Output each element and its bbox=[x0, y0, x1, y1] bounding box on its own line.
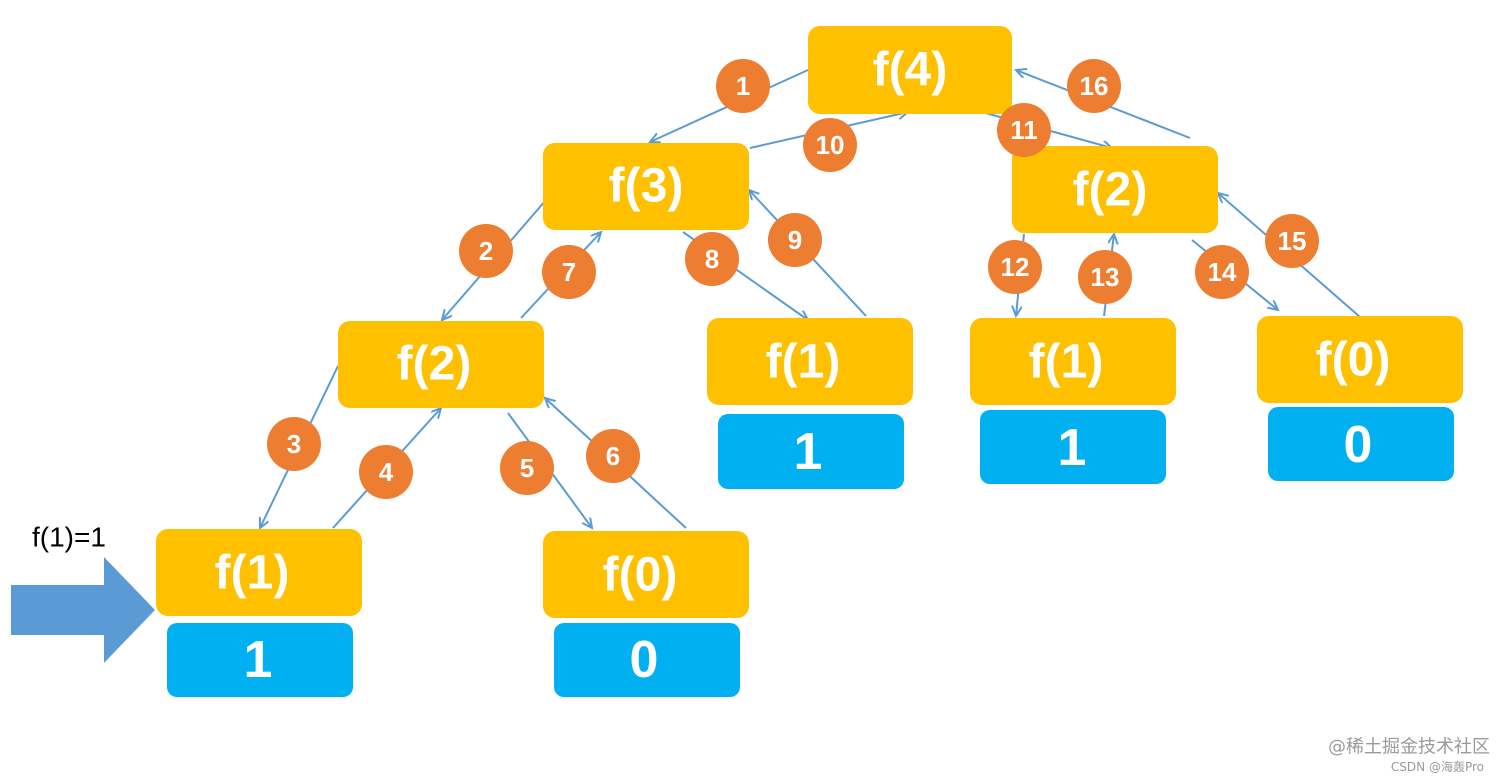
step-markers: 1 2 3 4 5 6 7 8 9 10 11 12 13 14 15 16 bbox=[267, 59, 1319, 499]
svg-text:13: 13 bbox=[1091, 262, 1120, 292]
step-9: 9 bbox=[768, 213, 822, 267]
node-label: f(1) bbox=[215, 547, 290, 600]
value-label: 1 bbox=[794, 423, 823, 481]
value-label: 0 bbox=[630, 631, 659, 689]
svg-text:5: 5 bbox=[520, 453, 534, 483]
node-f4: f(4) bbox=[808, 26, 1012, 114]
node-f1-leaf-right: f(1) 1 bbox=[970, 318, 1176, 484]
svg-text:1: 1 bbox=[736, 71, 750, 101]
value-box bbox=[167, 623, 353, 697]
svg-text:12: 12 bbox=[1001, 252, 1030, 282]
node-label: f(4) bbox=[873, 44, 948, 97]
node-f2-left: f(2) bbox=[338, 321, 544, 408]
step-1: 1 bbox=[716, 59, 770, 113]
svg-text:4: 4 bbox=[379, 457, 394, 487]
svg-text:15: 15 bbox=[1278, 226, 1307, 256]
svg-text:8: 8 bbox=[705, 244, 719, 274]
node-f0-leaf-left: f(0) 0 bbox=[543, 531, 749, 697]
step-3: 3 bbox=[267, 417, 321, 471]
node-f3: f(3) bbox=[543, 143, 749, 230]
value-box bbox=[980, 410, 1166, 484]
callout: f(1)=1 bbox=[11, 522, 155, 663]
svg-text:2: 2 bbox=[479, 236, 493, 266]
node-label: f(2) bbox=[397, 338, 472, 391]
node-f1-leaf-middle: f(1) 1 bbox=[707, 318, 913, 489]
step-14: 14 bbox=[1195, 245, 1249, 299]
step-12: 12 bbox=[988, 240, 1042, 294]
value-label: 1 bbox=[1058, 419, 1087, 477]
step-7: 7 bbox=[542, 245, 596, 299]
value-box bbox=[554, 623, 740, 697]
step-2: 2 bbox=[459, 224, 513, 278]
node-label: f(0) bbox=[603, 549, 678, 602]
node-label: f(0) bbox=[1316, 334, 1391, 387]
node-f1-leaf-left: f(1) 1 bbox=[156, 529, 362, 697]
node-label: f(1) bbox=[1029, 336, 1104, 389]
step-10: 10 bbox=[803, 118, 857, 172]
watermark: @稀土掘金技术社区 CSDN @海轰Pro bbox=[1328, 737, 1490, 775]
step-13: 13 bbox=[1078, 250, 1132, 304]
callout-text: f(1)=1 bbox=[32, 522, 106, 553]
svg-text:3: 3 bbox=[287, 429, 301, 459]
step-15: 15 bbox=[1265, 214, 1319, 268]
svg-text:6: 6 bbox=[606, 441, 620, 471]
svg-text:7: 7 bbox=[562, 257, 576, 287]
node-label: f(1) bbox=[766, 336, 841, 389]
step-11: 11 bbox=[997, 103, 1051, 157]
value-label: 0 bbox=[1344, 416, 1373, 474]
value-label: 1 bbox=[244, 631, 273, 689]
watermark-line-2: CSDN @海轰Pro bbox=[1391, 759, 1484, 774]
svg-text:16: 16 bbox=[1080, 71, 1109, 101]
node-f2-right: f(2) bbox=[1012, 146, 1218, 233]
value-box bbox=[1268, 407, 1454, 481]
step-4: 4 bbox=[359, 445, 413, 499]
svg-text:11: 11 bbox=[1010, 115, 1038, 145]
svg-text:9: 9 bbox=[788, 225, 802, 255]
right-arrow-icon bbox=[11, 557, 155, 663]
svg-text:10: 10 bbox=[816, 130, 845, 160]
step-5: 5 bbox=[500, 441, 554, 495]
node-label: f(3) bbox=[609, 160, 684, 213]
node-f0-leaf-right: f(0) 0 bbox=[1257, 316, 1463, 481]
watermark-line-1: @稀土掘金技术社区 bbox=[1328, 737, 1490, 758]
step-16: 16 bbox=[1067, 59, 1121, 113]
value-box bbox=[718, 414, 904, 489]
step-8: 8 bbox=[685, 232, 739, 286]
svg-text:14: 14 bbox=[1208, 257, 1237, 287]
node-label: f(2) bbox=[1073, 164, 1148, 217]
step-6: 6 bbox=[586, 429, 640, 483]
